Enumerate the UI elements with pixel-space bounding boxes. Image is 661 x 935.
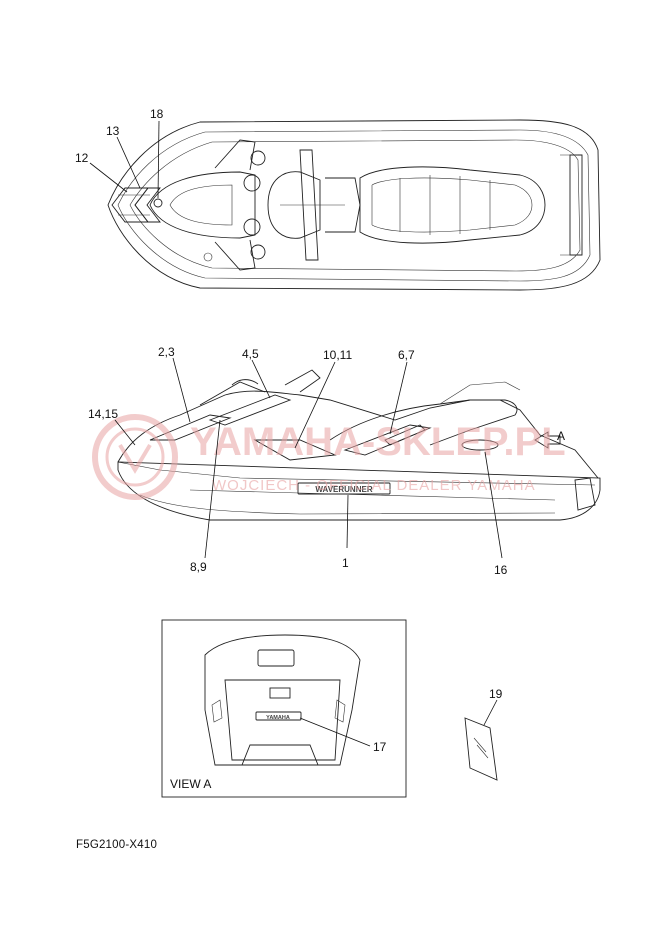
callout-17: 17 [373,740,387,754]
callout-12: 12 [75,151,89,165]
callout-16: 16 [494,563,508,577]
callout-18: 18 [150,107,164,121]
callout-19: 19 [489,687,503,701]
rear-logo-decal: YAMAHA [266,715,290,721]
watermark-tagline: WOJCIECH - OFFICIAL DEALER YAMAHA [212,477,536,494]
callout-13: 13 [106,124,120,138]
dealer-watermark: YAMAHA-SKLEP.PL WOJCIECH - OFFICIAL DEAL… [92,414,566,500]
view-a-panel: YAMAHA [161,619,407,798]
callout-6-7: 6,7 [398,348,415,362]
callout-14-15: 14,15 [88,407,118,421]
view-a-label: VIEW A [170,777,212,791]
callout-a: A [557,429,565,443]
leader-lines [89,120,503,747]
callout-8-9: 8,9 [190,560,207,574]
view-a-frame [161,619,407,798]
side-logo-decal: WAVERUNNER [315,485,372,494]
part-19-label [464,717,498,781]
callout-1: 1 [342,556,349,570]
callout-4-5: 4,5 [242,347,259,361]
drawing-code: F5G2100-X410 [76,839,158,851]
callout-10-11: 10,11 [323,348,352,362]
top-view-watercraft [107,119,601,291]
side-view-watercraft: WAVERUNNER [117,369,601,521]
watermark-brand: YAMAHA-SKLEP.PL [190,420,566,464]
callout-2-3: 2,3 [158,345,175,359]
